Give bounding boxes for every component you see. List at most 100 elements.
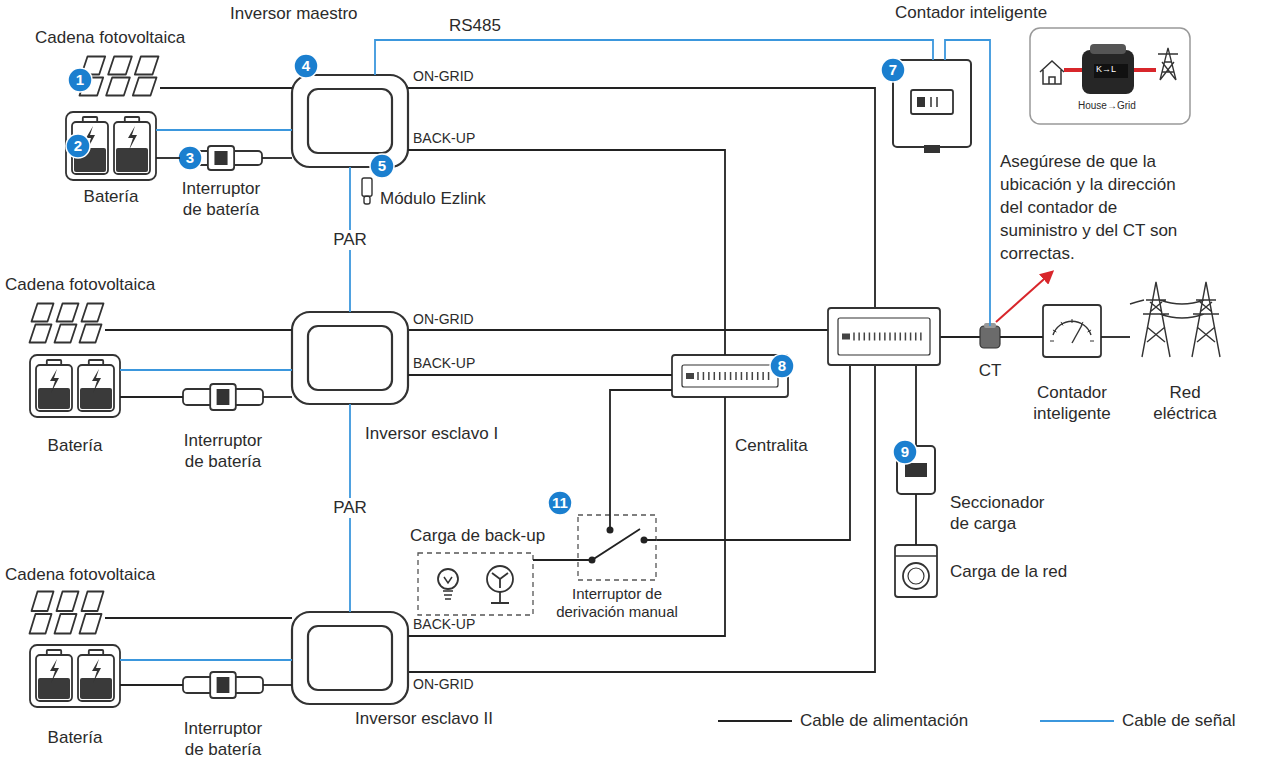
- node-label: Interruptor de batería: [173, 718, 273, 760]
- legend-line: [718, 720, 792, 722]
- smart-meter: Contador inteligente: [893, 60, 971, 155]
- pv-string: Cadena fotovoltaica: [30, 302, 105, 344]
- meter-mark: [931, 97, 937, 107]
- bulb-detail: [443, 577, 453, 599]
- edge-label: PAR: [330, 498, 370, 518]
- port-name: BACK-UP: [413, 130, 475, 147]
- dial-tick: [1072, 319, 1073, 323]
- inverter-case: [292, 612, 408, 704]
- node-label: Batería: [66, 186, 156, 207]
- callout-circle: [178, 146, 202, 170]
- switch-contact: [607, 527, 614, 534]
- dial-tick: [1090, 341, 1094, 342]
- current-transformer-icon: [980, 323, 1000, 348]
- callout-number: 4: [294, 54, 318, 78]
- breaker-tick: [762, 372, 764, 380]
- node-label: Interruptor de derivación manual: [537, 585, 697, 621]
- module-body: [362, 178, 372, 196]
- node-label: Carga de back-up: [410, 525, 560, 546]
- battery-icon: [30, 355, 120, 417]
- grid-load-wire: [915, 365, 917, 440]
- power-cable: [610, 390, 672, 515]
- power-cable: [105, 329, 292, 331]
- pv-cell: [80, 614, 102, 634]
- dial-tick: [1050, 341, 1054, 342]
- breaker-tick: [757, 372, 759, 380]
- pv-string: Cadena fotovoltaica: [30, 590, 105, 635]
- battery-charge: [116, 148, 148, 172]
- pv-cell: [57, 592, 79, 612]
- breaker-tick: [869, 333, 871, 341]
- pv-cell: [108, 57, 132, 75]
- node-label: Seccionador de carga: [950, 492, 1060, 534]
- pylon-lattice: [1130, 282, 1220, 357]
- battery-charge: [80, 678, 112, 699]
- ct-inset: [1030, 28, 1190, 124]
- signal-cable: [156, 129, 292, 131]
- breaker-tick: [900, 333, 902, 341]
- node-label: Cadena fotovoltaica: [5, 274, 205, 295]
- dial-tick: [1088, 330, 1091, 332]
- battery-bolt: [92, 369, 101, 393]
- breaker-tick: [741, 372, 743, 380]
- on-grid-wire: [408, 329, 828, 331]
- backup-panel: Centralita: [672, 355, 788, 397]
- switch-lever: [217, 389, 230, 405]
- power-wire: [408, 88, 980, 672]
- breaker-tick: [920, 333, 922, 341]
- dial-tick: [1053, 330, 1056, 332]
- slave-inverter-icon: [292, 312, 408, 404]
- callout-number: 1: [68, 68, 92, 92]
- signal-cable: [120, 369, 292, 371]
- battery-charge: [38, 678, 70, 699]
- battery-case: [66, 112, 156, 180]
- port-name: BACK-UP: [413, 355, 475, 372]
- legend-line: [1040, 720, 1114, 722]
- disconnector-handle: [905, 463, 927, 477]
- pv-string: Cadena fotovoltaica: [80, 55, 160, 97]
- battery-cell: [36, 365, 72, 411]
- power-cable: [408, 374, 672, 376]
- power-cable: [1101, 336, 1130, 338]
- signal-cable: [120, 659, 292, 661]
- callout-circle: [893, 440, 917, 464]
- callout-circle: [68, 68, 92, 92]
- pv-string-icon: [30, 592, 104, 634]
- washer-case: [895, 545, 937, 597]
- breaker-tick: [889, 333, 891, 341]
- utility-meter: Contador inteligente: [1043, 305, 1101, 357]
- grid-load-icon: [895, 545, 937, 597]
- breaker-tick: [697, 372, 699, 380]
- legend-text: Cable de señal: [1122, 711, 1235, 731]
- node-label: Carga de la red: [950, 561, 1150, 582]
- note-text: Asegúrese de que la ubicación y la direc…: [1000, 150, 1192, 265]
- breaker-tick: [714, 372, 716, 380]
- node-label: Interruptor de batería: [173, 430, 273, 472]
- dashed-frame: [418, 553, 533, 615]
- breaker-tick: [874, 333, 876, 341]
- node-label: Batería: [30, 727, 120, 748]
- node-label: Contador inteligente: [895, 2, 1115, 23]
- grid-wire: [940, 336, 980, 338]
- battery: Batería: [30, 645, 120, 707]
- switch-body: [183, 389, 263, 405]
- power-grid: Red eléctrica: [1130, 282, 1230, 357]
- node-label: Cadena fotovoltaica: [5, 564, 205, 585]
- pv-cell: [80, 325, 102, 343]
- breaker-tick: [730, 372, 732, 380]
- breaker-tick: [858, 333, 860, 341]
- power-grid-icon: [1130, 282, 1220, 357]
- battery-switch: Interruptor de batería: [183, 384, 263, 410]
- node-label: Módulo Ezlink: [380, 188, 550, 209]
- callout-number: 5: [370, 154, 394, 178]
- battery-bolt: [92, 659, 101, 683]
- ct-body: [980, 326, 1000, 348]
- bulb: [438, 569, 458, 589]
- battery-switch-icon: [183, 672, 263, 698]
- power-cable: [533, 559, 578, 561]
- distribution-board: [828, 308, 940, 365]
- breaker-tick: [768, 372, 770, 380]
- battery-icon: [66, 112, 156, 180]
- meter-base: [924, 145, 940, 153]
- breaker-tick: [719, 372, 721, 380]
